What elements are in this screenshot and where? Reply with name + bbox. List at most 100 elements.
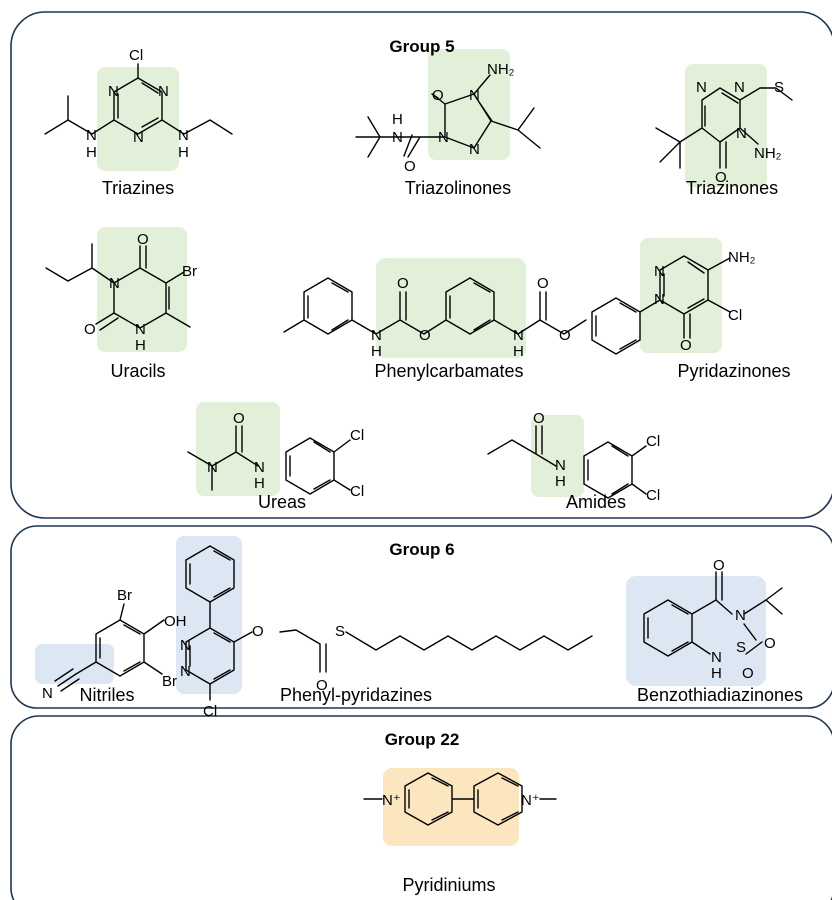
bipyridinium-highlight <box>383 768 519 846</box>
triazolinone-n2: N <box>469 141 480 158</box>
triazolinone-core-highlight <box>428 49 510 160</box>
carbamate1-n: N <box>371 327 382 344</box>
uracil-br: Br <box>182 263 197 280</box>
pyridazinone-nh2: NH₂ <box>728 249 756 266</box>
class-label-triazinones: Triazinones <box>686 178 778 198</box>
uracil-o2: O <box>84 321 96 338</box>
urea-core-highlight <box>196 402 280 496</box>
triazinone-bonds <box>655 87 793 169</box>
group-5-title: Group 5 <box>389 37 454 56</box>
triazolinone-n1: N <box>438 129 449 146</box>
nitrile-highlight <box>35 644 114 684</box>
uracil-o1: O <box>137 231 149 248</box>
nitrile-br2: Br <box>162 673 177 690</box>
triazine-nh1-n: N <box>86 127 97 144</box>
triazine-cl: Cl <box>129 47 143 64</box>
phenyl-pyridazine-n2: N <box>180 663 191 680</box>
urea-nh-n: N <box>254 459 265 476</box>
class-label-pyridiniums: Pyridiniums <box>402 875 495 895</box>
phenyl-pyridazine-highlight <box>176 536 242 694</box>
pyridazinone-cl: Cl <box>728 307 742 324</box>
triazinone-n1: N <box>696 79 707 96</box>
bonds <box>44 63 793 826</box>
carbamate2-n: N <box>513 327 524 344</box>
triazinone-s: S <box>774 79 784 96</box>
triazine-bonds <box>44 63 233 135</box>
phenyl-pyridazine-cl: Cl <box>203 703 217 720</box>
benzothiadiazinone-so-1: O <box>764 635 776 652</box>
uracil-n3: N <box>109 275 120 292</box>
urea-bonds <box>187 425 351 495</box>
triazine-n1: N <box>108 83 119 100</box>
class-label-benzothiadiazinones: Benzothiadiazinones <box>637 685 803 705</box>
amide-cl2: Cl <box>646 487 660 504</box>
class-label-phenylcarbamates: Phenylcarbamates <box>374 361 523 381</box>
triazine-n3: N <box>133 129 144 146</box>
phenyl-pyridazine-bonds <box>185 545 593 701</box>
bipyridinium-n2: N⁺ <box>521 792 540 809</box>
phenylcarbamate-bonds <box>283 277 587 335</box>
triazinone-n4: N <box>736 125 747 142</box>
carbamate1-o-carbonyl: O <box>397 275 409 292</box>
class-label-uracils: Uracils <box>110 361 165 381</box>
triazinone-n2: N <box>734 79 745 96</box>
triazine-n2: N <box>158 83 169 100</box>
pyridazinone-bonds <box>591 255 731 355</box>
triazinone-o: O <box>715 169 727 186</box>
amide-bonds <box>487 425 647 499</box>
pyridazinone-n2: N <box>654 263 665 280</box>
benzothiadiazinone-n3: N <box>735 607 746 624</box>
triazine-nh1-h: H <box>86 144 97 161</box>
triazolinone-urea-o: O <box>404 158 416 175</box>
triazolinone-o: O <box>432 87 444 104</box>
triazine-nh2-h: H <box>178 144 189 161</box>
nitrile-bonds <box>54 603 165 692</box>
amide-o: O <box>533 410 545 427</box>
amide-core-highlight <box>531 415 584 497</box>
uracil-core-highlight <box>97 227 187 352</box>
pyridazinone-n1: N <box>654 291 665 308</box>
uracil-n1-h: H <box>135 337 146 354</box>
phenyl-pyridazine-n1: N <box>180 637 191 654</box>
nitrile-n: N <box>42 685 53 702</box>
carbamate1-h: H <box>371 343 382 360</box>
triazolinone-nh-h: H <box>392 111 403 128</box>
urea-cl2: Cl <box>350 483 364 500</box>
amide-nh-h: H <box>555 473 566 490</box>
urea-n-dimethyl: N <box>207 459 218 476</box>
class-label-pyridazinones: Pyridazinones <box>677 361 790 381</box>
phenylcarbamate-core-highlight <box>376 258 526 358</box>
carbamate2-h: H <box>513 343 524 360</box>
carbamate2-o-carbonyl: O <box>537 275 549 292</box>
triazine-nh2-n: N <box>178 127 189 144</box>
amide-cl1: Cl <box>646 433 660 450</box>
uracil-bonds <box>45 243 191 331</box>
benzothiadiazinone-bonds <box>643 571 783 657</box>
pyridazinone-o: O <box>680 337 692 354</box>
highlights <box>35 49 767 846</box>
atom-labels: Cl N N N N H N H NH₂ N O N N H N O N N S… <box>42 47 784 809</box>
class-label-phenyl-pyridazines: Phenyl-pyridazines <box>280 685 432 705</box>
class-label-triazines: Triazines <box>102 178 174 198</box>
benzothiadiazinone-o: O <box>713 557 725 574</box>
class-label-ureas: Ureas <box>258 492 306 512</box>
urea-nh-h: H <box>254 475 265 492</box>
benzothiadiazinone-n1: N <box>711 649 722 666</box>
bipyridinium-n1: N⁺ <box>382 792 401 809</box>
benzothiadiazinone-so-2: O <box>742 665 754 682</box>
benzothiadiazinone-s: S <box>736 639 746 656</box>
uracil-n1: N <box>135 321 146 338</box>
amide-nh-n: N <box>555 457 566 474</box>
carbamate2-o-ester: O <box>559 327 571 344</box>
group-6-title: Group 6 <box>389 540 454 559</box>
phenyl-pyridazine-s: S <box>335 623 345 640</box>
class-label-triazolinones: Triazolinones <box>405 178 511 198</box>
carbamate1-o-ester: O <box>419 327 431 344</box>
urea-o: O <box>233 410 245 427</box>
triazolinone-nh-n: N <box>392 129 403 146</box>
nitrile-oh: OH <box>164 613 187 630</box>
triazolinone-n4: N <box>469 87 480 104</box>
benzothiadiazinone-n1-h: H <box>711 665 722 682</box>
bipyridinium-bonds <box>363 772 557 826</box>
